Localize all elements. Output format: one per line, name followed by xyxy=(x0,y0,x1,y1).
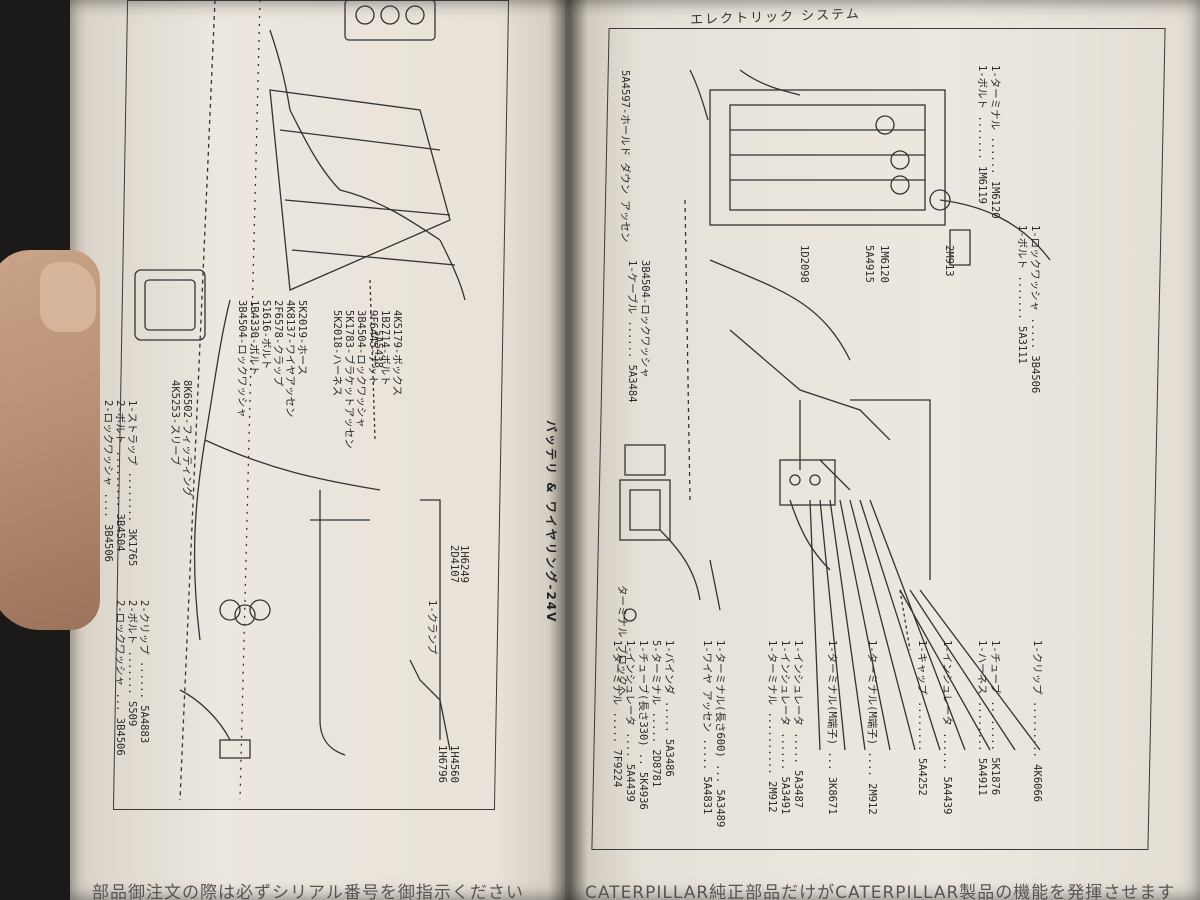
right-callout: 1-キャップ ........ 5A4252 xyxy=(916,640,928,796)
left-callout: 2-ロックワッシャ ... 3B4506 xyxy=(114,600,126,756)
left-page-footer: 部品御注文の際は必ずシリアル番号を御指示ください xyxy=(92,883,524,900)
right-callout: 1-インシュレータ ...... 5A4439 xyxy=(941,640,953,815)
right-callout: 2M913 xyxy=(943,245,955,277)
left-callout: 2D4107 xyxy=(448,545,460,583)
book-gutter xyxy=(548,0,588,900)
right-callout: 1D2098 xyxy=(798,245,810,283)
left-callout: 2-ロックワッシャ .... 3B4506 xyxy=(102,400,114,563)
right-callout: 5A4597-ホールド ダウン アッセン xyxy=(619,70,631,243)
right-callout: 1M6120 xyxy=(878,245,890,283)
right-callout: 1-バインダ ..... 5A3486 xyxy=(663,640,675,777)
left-wiring-diagram-icon xyxy=(134,0,466,801)
right-callout: 1-インシュレータ ..... 5A3487 xyxy=(792,640,804,809)
right-page-footer: CATERPILLAR純正部品だけがCATERPILLAR製品の機能を発揮させま… xyxy=(585,883,1176,900)
left-page xyxy=(70,0,570,900)
right-page-title: バッテリ & ワイヤリング-24V xyxy=(544,420,558,624)
right-callout: 1-ターミナル(M端子) .... 2M912 xyxy=(866,640,878,815)
right-page xyxy=(565,0,1200,900)
right-callout: 1-ロックワッシャ ..... 3B4506 xyxy=(1029,225,1041,394)
right-callout: 1-ターミナル ...... 1M6120 xyxy=(989,65,1001,219)
right-callout: 1-ターミナル(M端子) ... 3K8671 xyxy=(826,640,838,815)
right-callout: 5A4915 xyxy=(863,245,875,283)
right-wiring-diagram-icon xyxy=(619,69,1051,751)
left-callout: 3B4504-ロックワッシャ xyxy=(236,300,248,418)
left-callout: 5K2018-ハーネス xyxy=(331,310,343,397)
right-callout: 1-クリップ ......... 4K6066 xyxy=(1031,640,1043,803)
right-callout: 1-チューブ ........ 5K1876 xyxy=(989,640,1001,796)
left-callout: 1-クランプ xyxy=(426,600,438,655)
thumbnail-highlight xyxy=(40,262,96,332)
left-callout: 4K5253-スリーブ xyxy=(169,380,181,466)
left-callout: 1H6796 xyxy=(436,745,448,783)
right-callout: 3B4504-ロックワッシャ xyxy=(639,260,651,378)
right-callout: 1-ターミナル(長さ600) ... 5A3489 xyxy=(714,640,726,828)
left-callout: 1H4560 xyxy=(448,745,460,783)
left-callout: 5A5438 xyxy=(372,330,384,368)
